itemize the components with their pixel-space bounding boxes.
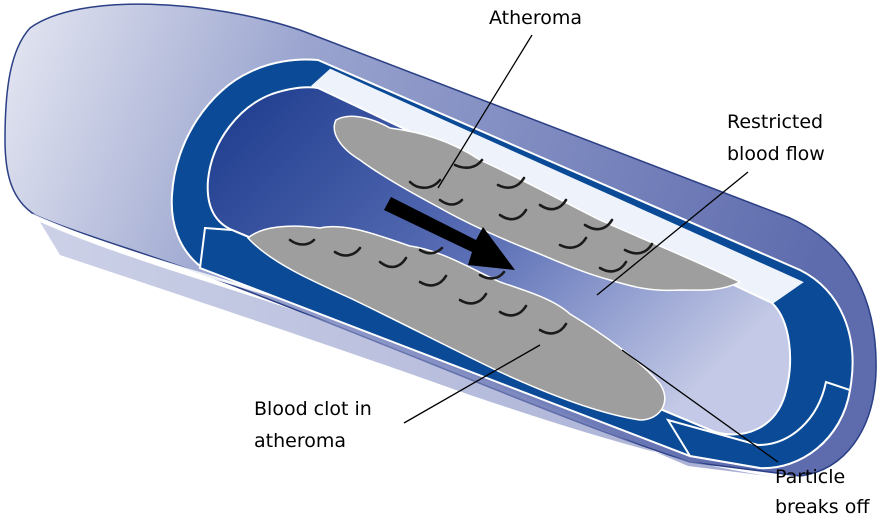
label-restricted-line1: Restricted	[727, 110, 823, 134]
label-blood-clot-line2: atheroma	[254, 429, 346, 453]
label-particle-line2: breaks off	[775, 495, 869, 519]
label-particle-line1: Particle	[775, 465, 845, 489]
label-blood-clot-line1: Blood clot in	[254, 397, 372, 421]
label-restricted-line2: blood flow	[727, 142, 825, 166]
label-atheroma: Atheroma	[489, 6, 582, 30]
